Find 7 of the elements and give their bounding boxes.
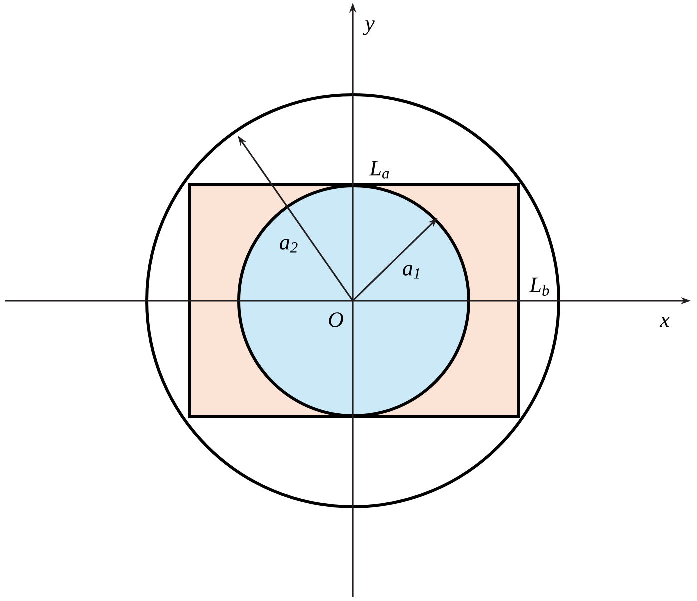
math-label: x [660, 316, 670, 328]
math-label: a$_{2}$ [280, 239, 298, 253]
math-label: a$_{1}$ [403, 265, 420, 279]
math-label: L$_{a}$ [370, 161, 390, 179]
math-label: L$_{b}$ [530, 278, 550, 296]
math-label: O [329, 312, 344, 328]
math-label: y [363, 20, 375, 36]
